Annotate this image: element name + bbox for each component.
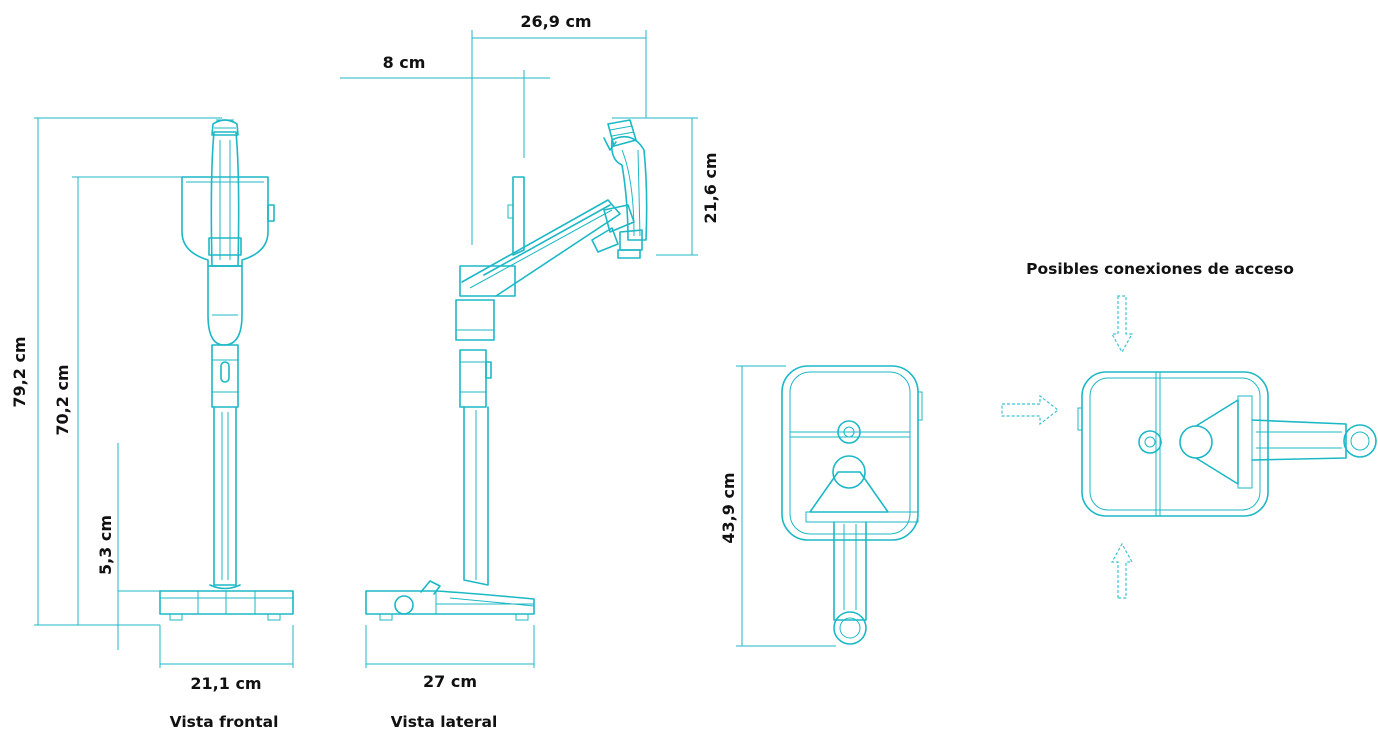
access-connections-caption: Posibles conexiones de acceso (1026, 260, 1294, 278)
side-dimension-lines (340, 30, 698, 668)
front-view-caption: Vista frontal (170, 713, 279, 731)
top-dimension-lines (736, 365, 836, 647)
side-view-caption: Vista lateral (391, 713, 498, 731)
front-view-drawing (159, 119, 294, 621)
top-depth-label: 43,9 cm (719, 472, 738, 543)
access-arrow-bottom-icon (1110, 542, 1134, 599)
top-view-drawing (781, 365, 923, 645)
access-arrow-left-icon (1001, 394, 1059, 426)
front-head-height-label: 70,2 cm (53, 364, 72, 435)
front-dimension-lines (34, 117, 294, 668)
front-base-height-label: 5,3 cm (96, 515, 115, 575)
side-base-depth-label: 27 cm (423, 672, 477, 691)
front-base-width-label: 21,1 cm (190, 674, 261, 693)
front-total-height-label: 79,2 cm (10, 336, 29, 407)
side-arm-reach-label: 26,9 cm (520, 12, 591, 31)
access-arrow-top-icon (1110, 295, 1134, 354)
side-view-drawing (365, 119, 648, 621)
side-head-height-label: 21,6 cm (701, 152, 720, 223)
side-offset-label: 8 cm (383, 53, 426, 72)
access-view-drawing (1077, 371, 1377, 517)
